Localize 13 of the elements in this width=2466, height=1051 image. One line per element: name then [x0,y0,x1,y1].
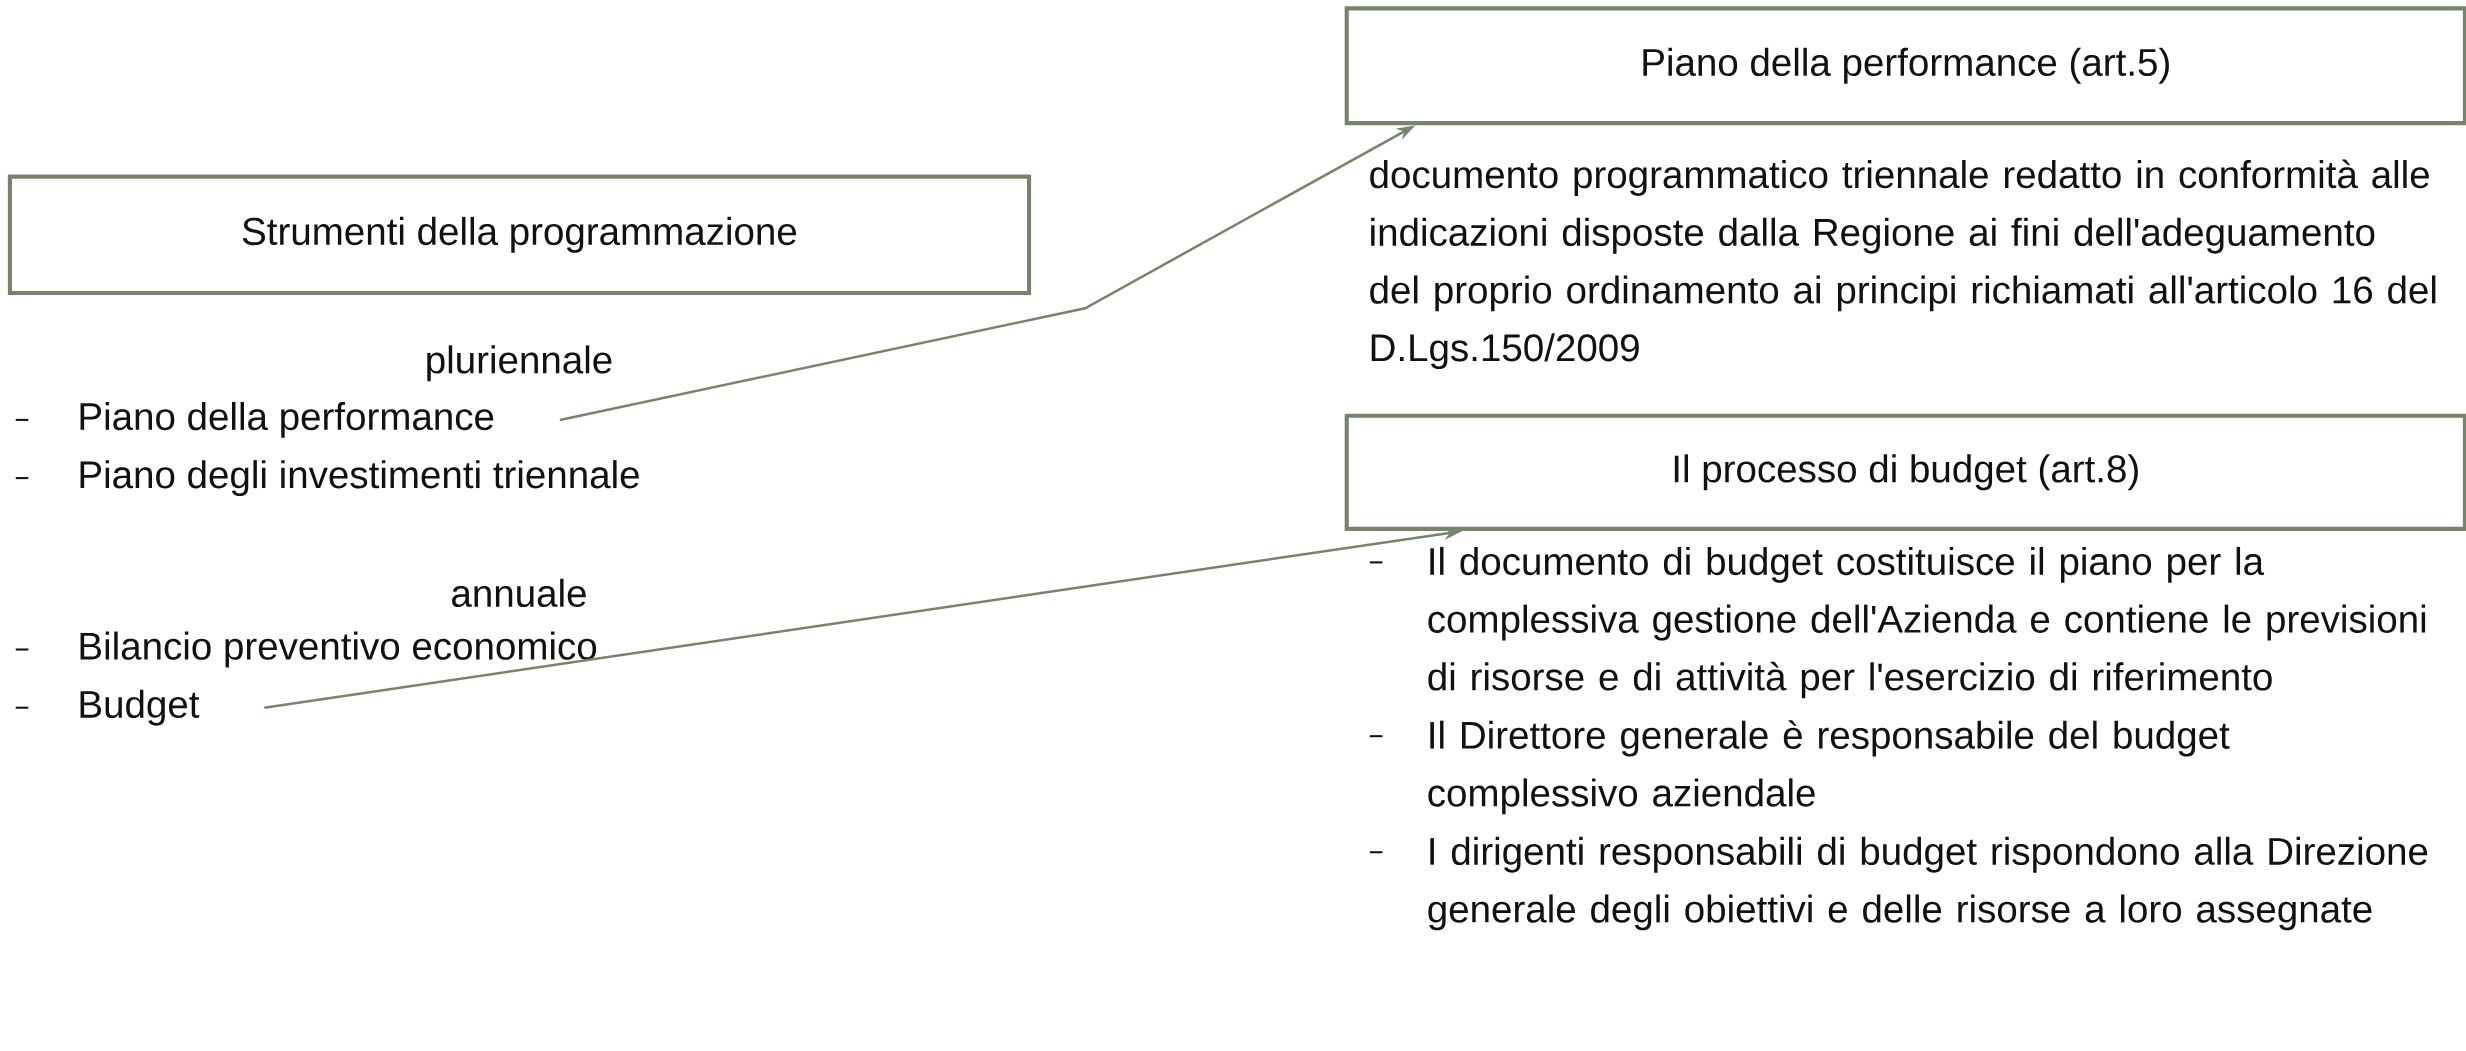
list-item: Budget [80,689,200,726]
list-item: I dirigenti responsabili di budget rispondono alla Direzione generale degli obiettivi e delle risorse a loro assegnate [1428,836,2428,931]
group-heading: pluriennale [427,345,612,382]
group-heading: annuale [452,578,586,608]
title-box: Strumenti della programmazione [7,174,1032,296]
title-box: Piano della performance (art.5) [1344,6,2466,126]
list-item: Il Direttore generale è responsabile del budget complessivo aziendale [1428,720,2230,815]
list-item: Bilancio preventivo economico [80,631,597,668]
title-box: Il processo di budget (art.8) [1344,413,2466,532]
description-text: documento programmatico triennale redatto in conformità alle indicazioni disposte dalla Regione ai fini dell'adeguamento del proprio ordinamento ai principi richiamati all'articolo 16 del D.Lgs.150/2009 [1370,159,2436,370]
list-item: Piano degli investimenti triennale [80,460,639,497]
list-item: Il documento di budget costituisce il piano per la complessiva gestione dell'Azienda e contiene le previsioni di risorse e di attività per l'esercizio di riferimento [1428,547,2426,699]
list-item: Piano della performance [80,402,494,439]
